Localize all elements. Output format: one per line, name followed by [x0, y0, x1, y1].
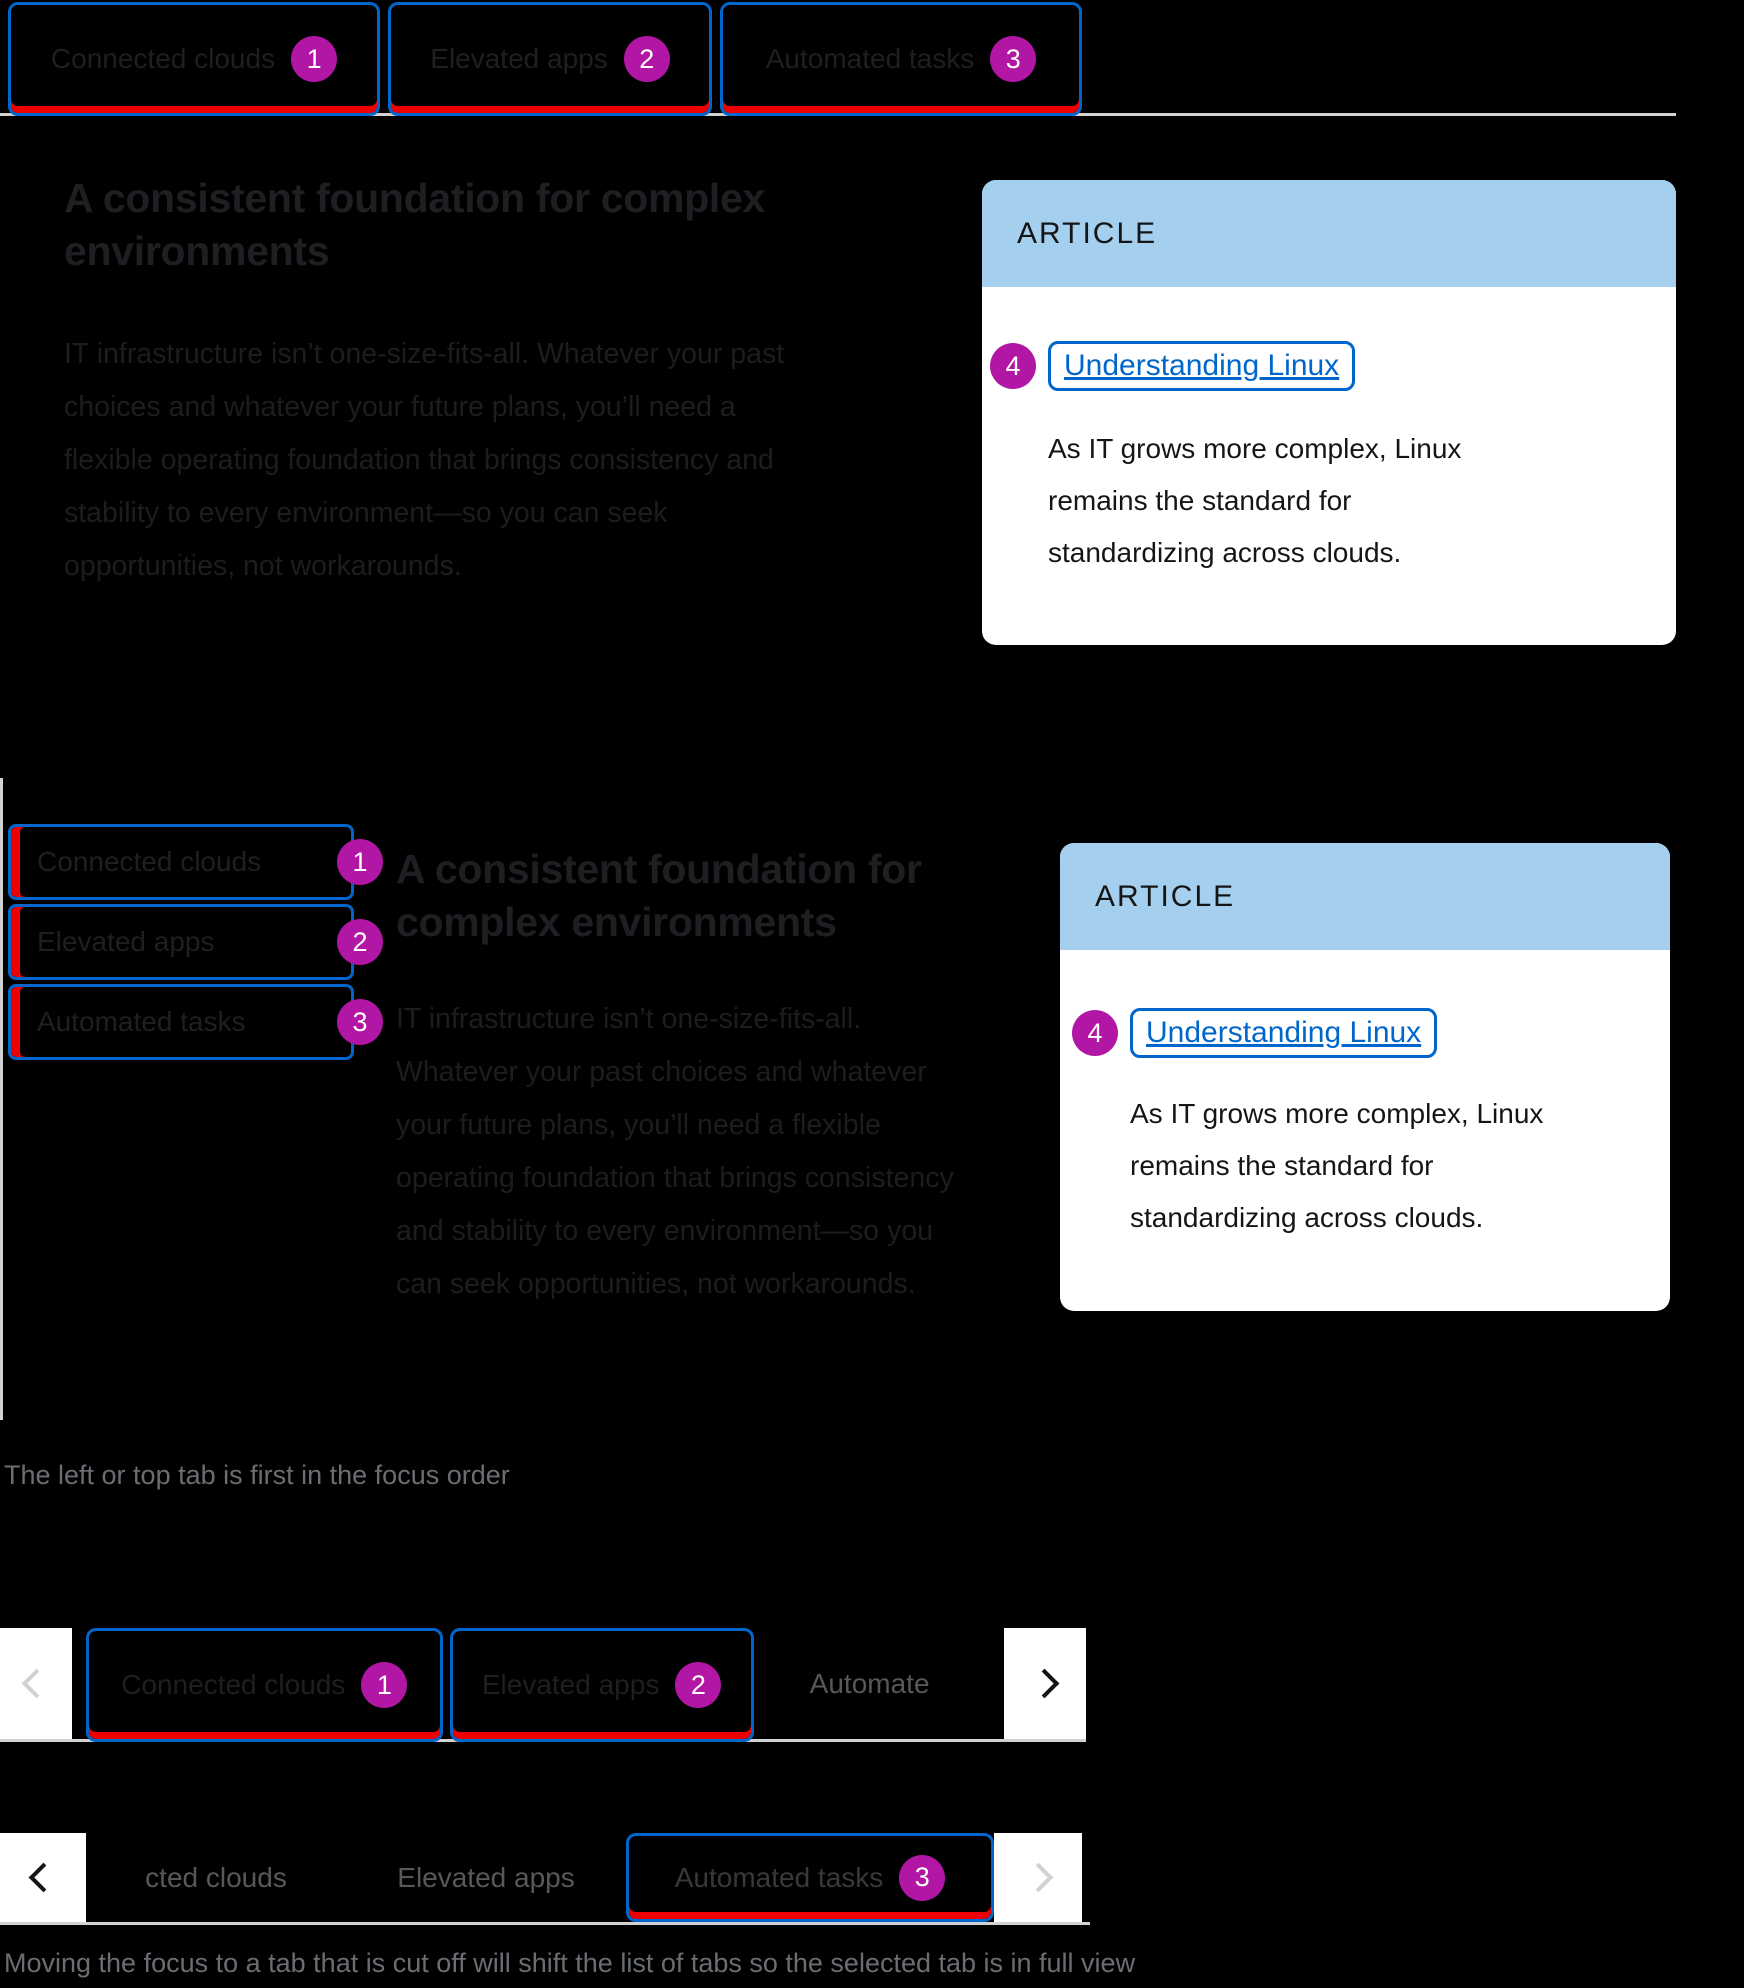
- focus-order-badge: 2: [675, 1662, 722, 1708]
- article-description: As IT grows more complex, Linux remains …: [1048, 433, 1462, 569]
- focus-order-badge: 4: [990, 343, 1036, 389]
- chevron-left-icon: [21, 1668, 51, 1699]
- article-link[interactable]: Understanding Linux: [1064, 349, 1340, 382]
- chevron-right-icon: [1023, 1862, 1053, 1893]
- chevron-right-icon: [1030, 1668, 1060, 1699]
- tab-automated-tasks[interactable]: Automated tasks 3: [626, 1833, 994, 1922]
- focus-order-badge: 3: [899, 1854, 946, 1901]
- tab-connected-clouds[interactable]: Connected clouds 1: [86, 1628, 443, 1742]
- focus-order-badge: 1: [361, 1662, 408, 1708]
- overflow-tab-strip-start: Connected clouds 1 Elevated apps 2 Autom…: [0, 1628, 1086, 1742]
- tab-automated-tasks[interactable]: Automated tasks 3: [720, 2, 1082, 116]
- tab-label: Connected clouds: [121, 1669, 346, 1700]
- focus-order-badge: 4: [1072, 1010, 1118, 1056]
- tab-label: Elevated apps: [37, 926, 215, 957]
- page-title: A consistent foundation for complex envi…: [396, 846, 922, 946]
- tab-connected-clouds[interactable]: Connected clouds: [8, 824, 354, 900]
- tab-label: Elevated apps: [397, 1861, 575, 1893]
- focus-order-badge: 2: [623, 36, 670, 82]
- tab-elevated-apps[interactable]: Elevated apps 2: [449, 1628, 754, 1742]
- article-link-focus-outline: Understanding Linux: [1048, 341, 1356, 391]
- tab-label: Elevated apps: [430, 43, 608, 74]
- focus-order-badge: 3: [337, 999, 383, 1045]
- vertical-tab-list: Connected clouds Elevated apps Automated…: [8, 824, 354, 1064]
- tab-elevated-apps[interactable]: Elevated apps 2: [388, 2, 712, 116]
- focus-order-badge: 2: [337, 919, 383, 965]
- tab-elevated-apps[interactable]: Elevated apps: [346, 1833, 626, 1922]
- caption-overflow: Moving the focus to a tab that is cut of…: [4, 1948, 1136, 1978]
- article-card: ARTICLE 4 Understanding Linux As IT grow…: [1060, 843, 1670, 1311]
- focus-order-badge: 1: [291, 36, 338, 82]
- overflow-tab-strip-end: cted clouds Elevated apps Automated task…: [0, 1833, 1090, 1925]
- article-description: As IT grows more complex, Linux remains …: [1130, 1098, 1544, 1234]
- tab-connected-clouds[interactable]: Connected clouds 1: [8, 2, 380, 116]
- tab-label: cted clouds: [145, 1861, 287, 1893]
- vertical-tab-strip-border: [0, 778, 3, 1420]
- article-card: ARTICLE 4 Understanding Linux As IT grow…: [982, 180, 1676, 645]
- chevron-left-icon: [28, 1862, 58, 1893]
- article-link-focus-outline: Understanding Linux: [1130, 1008, 1438, 1058]
- caption-focus-order: The left or top tab is first in the focu…: [4, 1460, 510, 1490]
- tab-automated-tasks-cut[interactable]: Automate: [754, 1628, 1004, 1739]
- horizontal-tab-strip: Connected clouds 1 Elevated apps 2 Autom…: [0, 0, 1676, 116]
- scroll-right-button[interactable]: [1003, 1628, 1086, 1739]
- scroll-left-button[interactable]: [0, 1833, 86, 1922]
- tab-label: Automated tasks: [37, 1006, 246, 1037]
- focus-order-badge: 3: [990, 36, 1037, 82]
- tab-elevated-apps[interactable]: Elevated apps: [8, 904, 354, 980]
- scroll-left-button: [0, 1628, 72, 1739]
- tab-label: Elevated apps: [481, 1669, 660, 1700]
- tab-label: Automate: [809, 1667, 930, 1699]
- body-text: IT infrastructure isn’t one-size-fits-al…: [64, 338, 785, 582]
- tab-label: Connected clouds: [37, 846, 262, 877]
- page-title: A consistent foundation for complex envi…: [64, 175, 765, 275]
- scroll-right-button: [994, 1833, 1082, 1922]
- article-card-header: ARTICLE: [982, 180, 1676, 287]
- tab-label: Automated tasks: [674, 1861, 884, 1893]
- body-text: IT infrastructure isn’t one-size-fits-al…: [396, 1003, 954, 1300]
- focus-order-badge: 1: [337, 839, 383, 885]
- article-link[interactable]: Understanding Linux: [1146, 1016, 1422, 1049]
- article-link-row: 4 Understanding Linux: [1072, 1008, 1670, 1058]
- horizontal-tab-list: Connected clouds 1 Elevated apps 2 Autom…: [8, 2, 1082, 116]
- article-link-row: 4 Understanding Linux: [990, 341, 1676, 391]
- tab-automated-tasks[interactable]: Automated tasks: [8, 984, 354, 1060]
- article-card-header: ARTICLE: [1060, 843, 1670, 950]
- tab-connected-clouds-cut[interactable]: cted clouds: [86, 1833, 346, 1922]
- tab-label: Connected clouds: [50, 43, 276, 74]
- tab-label: Automated tasks: [765, 43, 975, 74]
